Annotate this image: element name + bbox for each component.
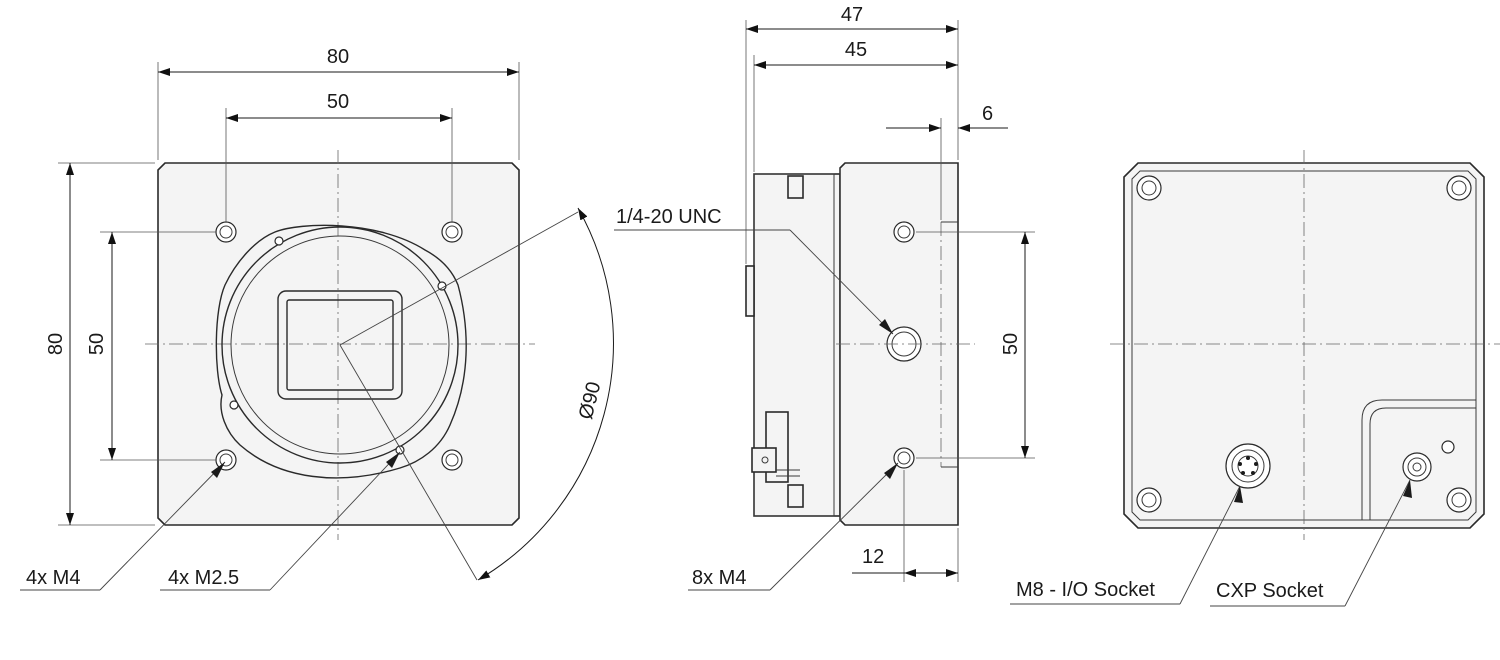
- sensor-window-inner: [286, 299, 394, 391]
- lens-mount-flange: [215, 224, 467, 479]
- dim-arc-diameter: [477, 207, 614, 581]
- label-side-tripod: 1/4-20 UNC: [616, 206, 722, 228]
- lens-mount-ring-outer: [221, 226, 459, 464]
- back-corner-screws: [1136, 175, 1472, 513]
- dim-side-body-length: 45: [845, 39, 867, 61]
- dim-front-height-outer: 80: [45, 333, 67, 355]
- dim-front-width-outer: 80: [327, 46, 349, 68]
- dim-front-diameter: Ø90: [575, 380, 605, 422]
- dim-front-height-holes: 50: [86, 333, 108, 355]
- dim-side-hole-spacing: 50: [1000, 333, 1022, 355]
- sensor-window-outer: [277, 290, 403, 400]
- label-front-m4: 4x M4: [26, 567, 80, 589]
- back-view: M8 - I/O Socket CXP Socket: [1010, 150, 1500, 607]
- dim-side-hole-offset: 12: [862, 546, 884, 568]
- front-view: 80 50 80 50 Ø90 4x M4 4x M2.5: [20, 46, 614, 591]
- label-front-m25: 4x M2.5: [168, 567, 239, 589]
- side-m4-hole-top: [893, 221, 915, 243]
- label-back-cxp-socket: CXP Socket: [1216, 580, 1324, 602]
- label-back-io-socket: M8 - I/O Socket: [1016, 579, 1155, 601]
- dim-side-total-length: 47: [841, 4, 863, 26]
- flange-screw-hole-1: [274, 236, 284, 246]
- m8-io-socket-icon: [1225, 443, 1271, 489]
- status-led-icon: [1441, 440, 1455, 454]
- label-side-m4: 8x M4: [692, 567, 746, 589]
- back-connector-panel: [1361, 399, 1476, 520]
- dim-side-offset: 6: [982, 103, 993, 125]
- dim-front-width-holes: 50: [327, 91, 349, 113]
- flange-screw-hole-3: [229, 400, 239, 410]
- cxp-socket-icon: [1402, 452, 1432, 482]
- side-view: 47 45 6 50 12 1/4-20 UNC 8x M4: [614, 4, 1035, 591]
- side-m4-hole-bottom: [893, 447, 915, 469]
- lens-mount-ring-inner: [230, 235, 450, 455]
